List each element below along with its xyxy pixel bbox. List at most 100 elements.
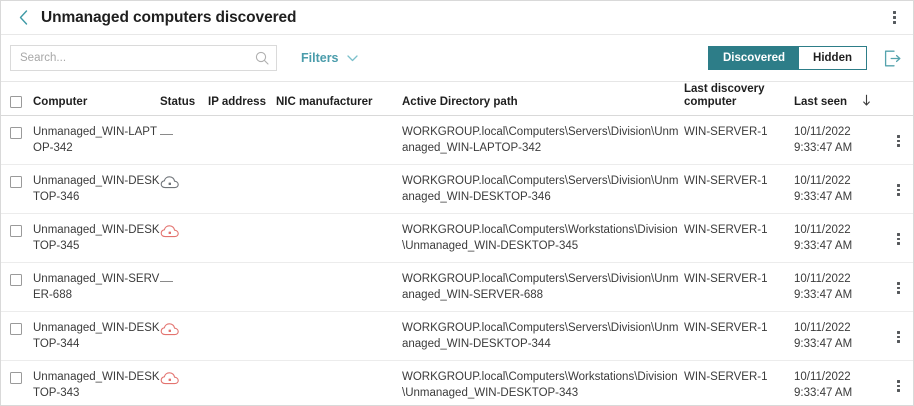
table-row[interactable]: Unmanaged_WIN-DESKTOP-346 WORKGROUP.loca… (1, 165, 913, 214)
cell-last-seen-time: 9:33:47 AM (794, 142, 853, 154)
row-select-cell (1, 214, 33, 245)
row-checkbox[interactable] (10, 225, 22, 237)
row-select-cell (1, 263, 33, 294)
row-kebab-menu-icon[interactable] (892, 182, 906, 198)
cell-active-directory-path: WORKGROUP.local\Computers\Workstations\D… (402, 371, 678, 399)
cell-last-seen-date: 10/11/2022 (794, 371, 851, 383)
cell-last-seen-time: 9:33:47 AM (794, 387, 853, 399)
export-icon[interactable] (881, 47, 903, 69)
cell-computer: Unmanaged_WIN-SERVER-688 (33, 273, 160, 301)
cell-status (160, 165, 208, 198)
cell-computer: Unmanaged_WIN-DESKTOP-344 (33, 322, 160, 350)
table-row[interactable]: Unmanaged_WIN-DESKTOP-343 WORKGROUP.loca… (1, 361, 913, 405)
cell-status (160, 312, 208, 345)
cell-nic-manufacturer (276, 263, 402, 279)
cell-last-seen: 10/11/2022 9:33:47 AM (794, 165, 882, 213)
row-kebab-menu-icon[interactable] (892, 231, 906, 247)
row-select-cell (1, 312, 33, 343)
cell-last-discovery-computer: WIN-SERVER-1 (684, 322, 768, 334)
row-kebab-menu-icon[interactable] (892, 133, 906, 149)
cloud-status-icon (160, 372, 179, 385)
back-chevron-icon[interactable] (15, 8, 31, 28)
table-row[interactable]: Unmanaged_WIN-SERVER-688 WORKGROUP.local… (1, 263, 913, 312)
table-row[interactable]: Unmanaged_WIN-DESKTOP-345 WORKGROUP.loca… (1, 214, 913, 263)
cell-nic-manufacturer (276, 361, 402, 377)
row-checkbox[interactable] (10, 323, 22, 335)
search-icon[interactable] (255, 51, 269, 65)
cell-last-seen-date: 10/11/2022 (794, 273, 851, 285)
row-kebab-menu-icon[interactable] (892, 329, 906, 345)
title-bar: Unmanaged computers discovered (1, 1, 913, 35)
cell-last-discovery-computer: WIN-SERVER-1 (684, 224, 768, 236)
row-checkbox[interactable] (10, 274, 22, 286)
cell-ip-address (208, 312, 276, 328)
column-header-actions (882, 109, 913, 115)
cell-status (160, 361, 208, 394)
column-header-last-seen[interactable]: Last seen (794, 94, 882, 115)
cell-computer: Unmanaged_WIN-DESKTOP-345 (33, 224, 160, 252)
column-header-active-directory-path[interactable]: Active Directory path (402, 96, 518, 108)
status-dash-icon (160, 280, 173, 282)
cell-active-directory-path: WORKGROUP.local\Computers\Servers\Divisi… (402, 175, 679, 203)
column-header-computer[interactable]: Computer (33, 96, 88, 108)
cell-status (160, 214, 208, 247)
row-actions-cell (882, 214, 913, 255)
cell-last-seen-date: 10/11/2022 (794, 175, 851, 187)
cloud-status-icon (160, 323, 179, 336)
cell-last-discovery-computer: WIN-SERVER-1 (684, 273, 768, 285)
cell-ip-address (208, 361, 276, 377)
row-actions-cell (882, 312, 913, 353)
computers-table: Computer Status IP address NIC manufactu… (1, 81, 913, 405)
row-select-cell (1, 116, 33, 147)
cell-last-seen-time: 9:33:47 AM (794, 240, 853, 252)
column-header-nic-manufacturer[interactable]: NIC manufacturer (276, 96, 373, 108)
table-header-row: Computer Status IP address NIC manufactu… (1, 82, 913, 116)
cell-last-seen: 10/11/2022 9:33:47 AM (794, 312, 882, 360)
row-checkbox[interactable] (10, 127, 22, 139)
table-row[interactable]: Unmanaged_WIN-DESKTOP-344 WORKGROUP.loca… (1, 312, 913, 361)
filters-label: Filters (301, 51, 339, 65)
cell-last-seen-time: 9:33:47 AM (794, 191, 853, 203)
column-header-last-discovery-computer[interactable]: Last discovery computer (684, 83, 765, 108)
column-header-status[interactable]: Status (160, 96, 196, 108)
cell-last-discovery-computer: WIN-SERVER-1 (684, 371, 768, 383)
cell-last-discovery-computer: WIN-SERVER-1 (684, 126, 768, 138)
select-all-checkbox[interactable] (10, 96, 22, 108)
arrow-down-icon[interactable] (862, 94, 871, 106)
filters-dropdown[interactable]: Filters (301, 51, 358, 65)
row-kebab-menu-icon[interactable] (892, 378, 906, 394)
cell-active-directory-path: WORKGROUP.local\Computers\Servers\Divisi… (402, 322, 679, 350)
chevron-down-icon[interactable] (346, 54, 358, 62)
column-header-ip-address[interactable]: IP address (208, 96, 266, 108)
row-select-cell (1, 165, 33, 196)
cell-ip-address (208, 165, 276, 181)
cloud-status-icon (160, 176, 179, 189)
search-input[interactable] (20, 52, 255, 64)
row-select-cell (1, 361, 33, 392)
cell-last-seen-date: 10/11/2022 (794, 322, 851, 334)
search-box[interactable] (10, 45, 277, 71)
tab-discovered[interactable]: Discovered (709, 47, 800, 69)
kebab-menu-icon[interactable] (885, 7, 903, 29)
row-checkbox[interactable] (10, 176, 22, 188)
cell-last-seen: 10/11/2022 9:33:47 AM (794, 263, 882, 311)
tab-hidden[interactable]: Hidden (799, 47, 866, 69)
cell-ip-address (208, 116, 276, 132)
view-toggle: Discovered Hidden (708, 46, 867, 70)
cell-last-discovery-computer: WIN-SERVER-1 (684, 175, 768, 187)
cell-computer: Unmanaged_WIN-DESKTOP-346 (33, 175, 160, 203)
cell-ip-address (208, 214, 276, 230)
cell-status (160, 263, 208, 295)
cell-status (160, 116, 208, 148)
cell-last-seen-time: 9:33:47 AM (794, 338, 853, 350)
row-kebab-menu-icon[interactable] (892, 280, 906, 296)
cell-active-directory-path: WORKGROUP.local\Computers\Servers\Divisi… (402, 126, 679, 154)
table-row[interactable]: Unmanaged_WIN-LAPTOP-342 WORKGROUP.local… (1, 116, 913, 165)
cell-nic-manufacturer (276, 312, 402, 328)
cell-nic-manufacturer (276, 165, 402, 181)
status-dash-icon (160, 133, 173, 135)
cell-last-seen: 10/11/2022 9:33:47 AM (794, 214, 882, 262)
row-checkbox[interactable] (10, 372, 22, 384)
row-actions-cell (882, 263, 913, 304)
